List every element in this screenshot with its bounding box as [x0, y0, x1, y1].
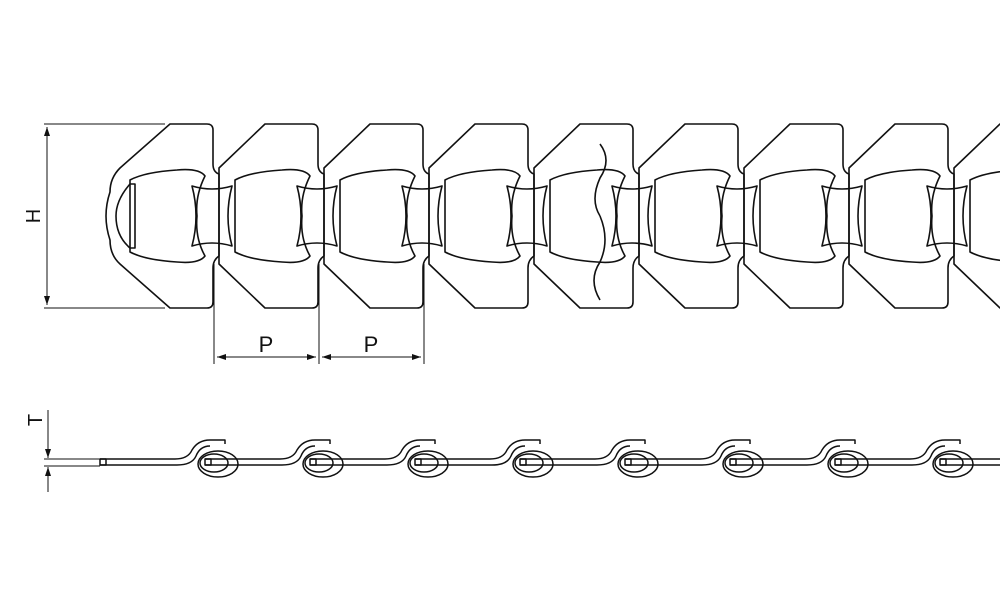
thickness-dimension	[44, 410, 100, 492]
link-plate-9	[953, 123, 1000, 309]
chain-top-view	[105, 123, 1000, 309]
link-window-9	[969, 170, 1000, 262]
link-barrel-5	[611, 185, 653, 247]
link-window-8	[864, 168, 941, 264]
link-window-2	[234, 168, 311, 264]
link-barrel-2	[296, 185, 338, 247]
side-strip-7	[730, 439, 856, 466]
side-loop-6	[722, 450, 764, 478]
pitch-label-2: P	[364, 332, 379, 357]
link-window-7	[759, 168, 836, 264]
side-loop-3	[407, 450, 449, 478]
side-loop-2	[302, 450, 344, 478]
link-nose	[115, 183, 136, 249]
height-dimension	[44, 123, 165, 309]
side-loop-1	[197, 450, 239, 478]
pitch-label-1: P	[259, 332, 274, 357]
link-window-6	[654, 168, 731, 264]
side-loop-inner-3	[409, 453, 439, 473]
side-loop-inner-7	[829, 453, 859, 473]
side-loop-inner-4	[514, 453, 544, 473]
side-strip-9	[940, 458, 1000, 466]
side-pin-6	[624, 458, 632, 466]
side-strip-3	[310, 439, 436, 466]
link-window-1	[129, 168, 206, 264]
side-strip-1	[100, 439, 226, 466]
side-strip-6	[625, 439, 751, 466]
side-pin-2	[204, 458, 212, 466]
side-loop-inner-5	[619, 453, 649, 473]
side-loop-4	[512, 450, 554, 478]
side-pin-1	[99, 458, 107, 466]
side-loop-inner-1	[199, 453, 229, 473]
thickness-label: T	[25, 414, 47, 426]
side-loop-inner-6	[724, 453, 754, 473]
link-barrel-8	[926, 185, 968, 247]
chain-side-view	[99, 439, 1000, 478]
link-window-3	[339, 168, 416, 264]
link-barrel-7	[821, 185, 863, 247]
link-barrel-6	[716, 185, 758, 247]
break-line-top-upper	[594, 143, 607, 217]
side-pin-7	[729, 458, 737, 466]
pitch-dimension	[213, 264, 425, 364]
height-label: H	[23, 209, 45, 223]
side-loop-5	[617, 450, 659, 478]
side-loop-7	[827, 450, 869, 478]
side-pin-9	[939, 458, 947, 466]
link-window-4	[444, 168, 521, 264]
side-strip-2	[205, 439, 331, 466]
side-strip-5	[520, 439, 646, 466]
link-barrel-3	[401, 185, 443, 247]
side-pin-8	[834, 458, 842, 466]
link-plate-1	[105, 123, 220, 309]
side-strip-4	[415, 439, 541, 466]
link-barrel-1	[191, 185, 233, 247]
side-pin-4	[414, 458, 422, 466]
side-loop-8	[932, 450, 974, 478]
side-loop-inner-8	[934, 453, 964, 473]
link-barrel-4	[506, 185, 548, 247]
side-pin-3	[309, 458, 317, 466]
side-pin-5	[519, 458, 527, 466]
side-loop-inner-2	[304, 453, 334, 473]
link-window-5	[549, 168, 626, 264]
break-line-top-lower	[593, 215, 606, 301]
side-strip-8	[835, 439, 961, 466]
